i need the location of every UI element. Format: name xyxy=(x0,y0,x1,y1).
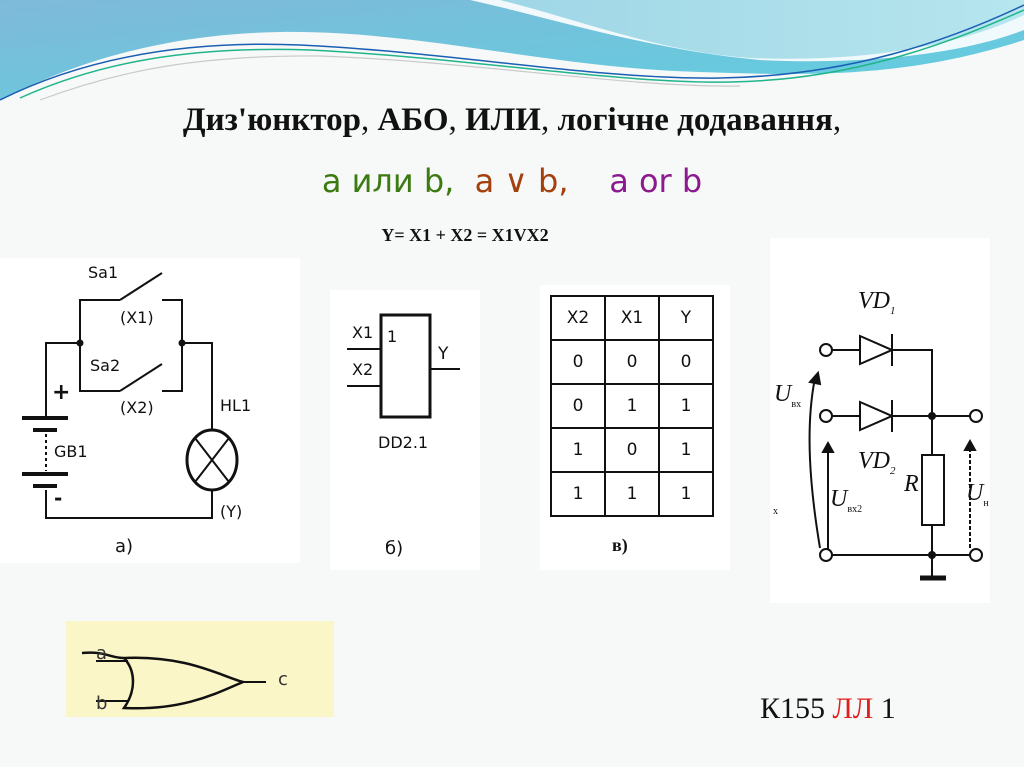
cell: 1 xyxy=(658,471,714,517)
diode-or-circuit: VD1 VD2 Uвх Uвх2 R Uн x xyxy=(770,238,990,603)
cell: 1 xyxy=(604,471,660,517)
boolean-formula: Y= X1 + X2 = X1VX2 xyxy=(381,225,549,245)
cell: 1 xyxy=(658,383,714,429)
chip-suffix: 1 xyxy=(873,692,896,725)
vd2-text: VD xyxy=(858,448,890,474)
truth-table: X2 X1 Y 0 0 0 0 1 1 1 0 1 1 1 1 xyxy=(550,295,714,517)
cell: 0 xyxy=(658,339,714,385)
resistor-r-label: R xyxy=(904,471,919,497)
cell: 0 xyxy=(550,383,606,429)
chip-part-number: К155 ЛЛ 1 xyxy=(760,692,896,726)
battery-minus-label: - xyxy=(54,486,63,510)
uout-text: U xyxy=(966,480,984,506)
input2-voltage-label: Uвх2 xyxy=(830,486,862,515)
title-part: АБО xyxy=(377,102,449,138)
lamp-hl1-label: HL1 xyxy=(220,396,252,415)
or-gate-drawing xyxy=(81,651,266,710)
cell: 1 xyxy=(550,427,606,473)
symbol-input-x2: X2 xyxy=(352,360,374,379)
table-row: 1 0 1 xyxy=(550,427,714,473)
slide-title: Диз'юнктор, АБО, ИЛИ, логічне додавання, xyxy=(0,100,1024,140)
cell: 0 xyxy=(604,427,660,473)
header-wave-decoration xyxy=(0,0,1024,110)
title-part: , xyxy=(360,102,378,138)
caption-a: а) xyxy=(115,536,134,557)
symbol-output-y: Y xyxy=(438,344,449,364)
output-y-label: (Y) xyxy=(220,502,243,521)
switch-circuit-drawing xyxy=(22,272,239,519)
switch-sa1-label: Sa1 xyxy=(88,263,119,282)
uout-subscript: н xyxy=(983,497,989,509)
cell: 1 xyxy=(604,383,660,429)
title-part: ИЛИ xyxy=(465,102,541,138)
output-voltage-label: Uн xyxy=(966,480,989,509)
or-gate-input-b: b xyxy=(96,693,108,714)
input-x1-label: (X1) xyxy=(120,308,154,327)
cell: 1 xyxy=(658,427,714,473)
or-gate-diagram: a b c xyxy=(66,621,334,717)
chip-prefix: К155 xyxy=(760,692,833,725)
vd1-text: VD xyxy=(858,288,890,314)
diode-vd1-label: VD1 xyxy=(858,288,896,317)
caption-b: б) xyxy=(385,538,404,559)
title-part: логічне додавання xyxy=(557,102,833,138)
uin2-text: U xyxy=(830,486,848,512)
symbol-name: DD2.1 xyxy=(378,433,429,452)
cell: 1 xyxy=(550,471,606,517)
vd2-subscript: 2 xyxy=(890,464,896,477)
cell: 0 xyxy=(604,339,660,385)
header-x2: X2 xyxy=(550,295,606,341)
uin-text: U xyxy=(774,381,792,407)
diode-vd2-label: VD2 xyxy=(858,448,896,477)
title-part: , xyxy=(448,102,466,138)
truth-table-panel: X2 X1 Y 0 0 0 0 1 1 1 0 1 1 1 1 в) xyxy=(540,285,730,570)
title-part: , xyxy=(832,102,842,138)
table-row: 0 1 1 xyxy=(550,383,714,429)
header-x1: X1 xyxy=(604,295,660,341)
title-part: Диз'юнктор xyxy=(182,102,361,138)
switch-sa2-label: Sa2 xyxy=(90,356,121,375)
header-y: Y xyxy=(658,295,714,341)
subtitle-symbolic: a ∨ b, xyxy=(474,162,569,200)
battery-gb1-label: GB1 xyxy=(54,442,88,461)
slide-subtitle: a или b, a ∨ b, a or b xyxy=(0,160,1024,202)
input-x2-label: (X2) xyxy=(120,398,154,417)
subtitle-russian: a или b, xyxy=(321,162,455,200)
or-logic-symbol: X1 X2 1 Y DD2.1 б) xyxy=(330,290,480,570)
vd1-subscript: 1 xyxy=(890,304,896,317)
diode-circuit-drawing xyxy=(808,334,983,581)
title-part: , xyxy=(540,102,558,138)
cell: 0 xyxy=(550,339,606,385)
symbol-function-label: 1 xyxy=(387,327,398,346)
symbol-input-x1: X1 xyxy=(352,323,374,342)
input-voltage-label: Uвх xyxy=(774,381,801,410)
switch-circuit-diagram: Sa1 (X1) Sa2 (X2) + - GB1 HL1 (Y) а) xyxy=(0,258,300,563)
table-row: 0 0 0 xyxy=(550,339,714,385)
stray-x-mark: x xyxy=(773,506,778,517)
chip-highlight: ЛЛ xyxy=(832,692,874,725)
uin-subscript: вх xyxy=(791,398,802,410)
caption-v: в) xyxy=(612,535,628,555)
uin2-subscript: вх2 xyxy=(847,503,863,515)
truth-table-header: X2 X1 Y xyxy=(550,295,714,341)
battery-plus-label: + xyxy=(52,380,71,405)
or-symbol-drawing xyxy=(347,313,460,419)
subtitle-english: a or b xyxy=(609,162,703,200)
or-gate-input-a: a xyxy=(96,643,108,664)
or-gate-output-c: c xyxy=(278,669,288,690)
table-row: 1 1 1 xyxy=(550,471,714,517)
